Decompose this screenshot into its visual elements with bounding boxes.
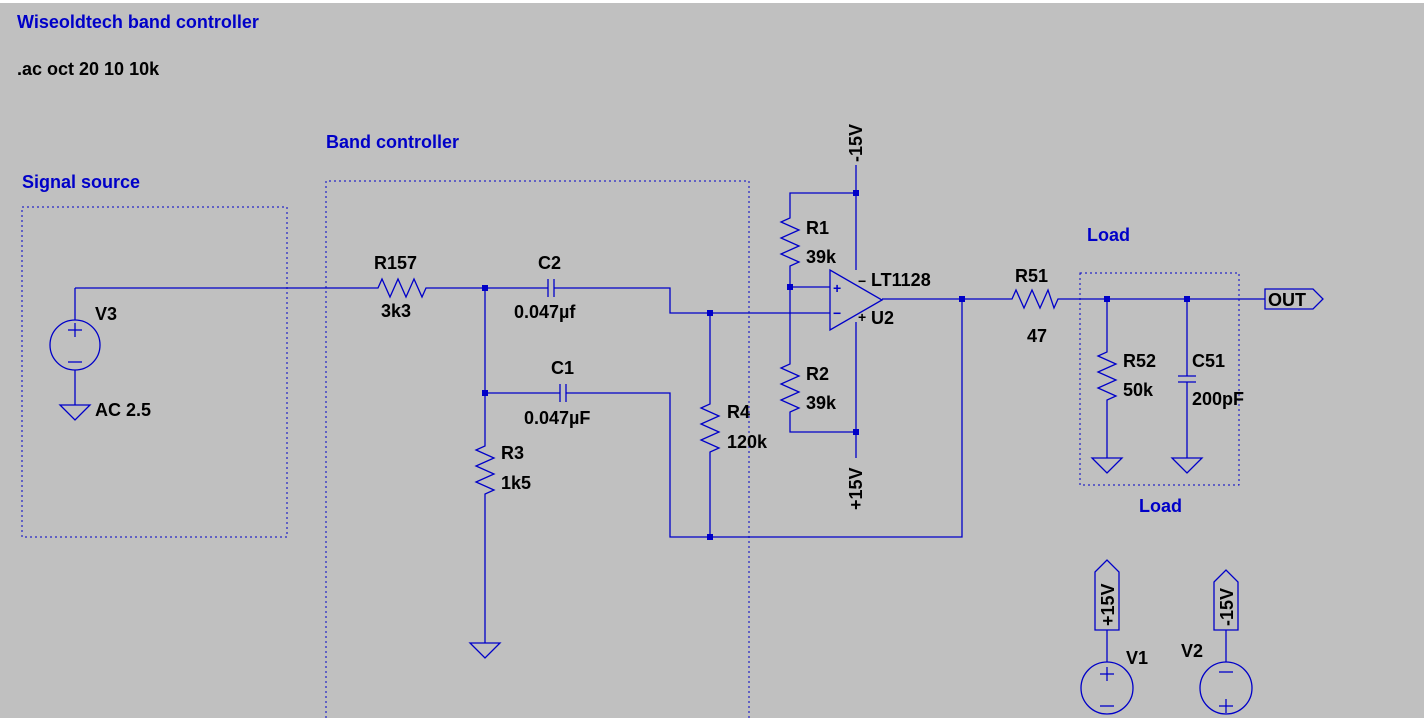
spice-directive[interactable]: .ac oct 20 10 10k bbox=[17, 59, 160, 79]
junction-dot bbox=[482, 390, 488, 396]
c51-value: 200pF bbox=[1192, 389, 1244, 409]
c1-name: C1 bbox=[551, 358, 574, 378]
r51-name: R51 bbox=[1015, 266, 1048, 286]
v2-name: V2 bbox=[1181, 641, 1203, 661]
r3-resistor[interactable] bbox=[474, 440, 496, 500]
r157-value: 3k3 bbox=[381, 301, 411, 321]
r157-name: R157 bbox=[374, 253, 417, 273]
r4-resistor[interactable] bbox=[699, 398, 721, 458]
wire-r1-top bbox=[789, 192, 856, 212]
u2-name: U2 bbox=[871, 308, 894, 328]
ground-r52 bbox=[1090, 457, 1124, 474]
v3-source[interactable] bbox=[49, 288, 101, 421]
r157-resistor[interactable] bbox=[370, 277, 434, 299]
r2-resistor[interactable] bbox=[779, 358, 801, 418]
opamp-minus-pin: − bbox=[833, 305, 841, 321]
junction-dot bbox=[853, 429, 859, 435]
c1-capacitor[interactable] bbox=[559, 384, 567, 402]
r52-value: 50k bbox=[1123, 380, 1154, 400]
junction-dot bbox=[787, 284, 793, 290]
signal-source-box bbox=[21, 206, 288, 538]
c51-capacitor[interactable] bbox=[1178, 375, 1196, 383]
junction-dot bbox=[959, 296, 965, 302]
signal-source-label: Signal source bbox=[22, 172, 140, 192]
r2-value: 39k bbox=[806, 393, 837, 413]
wire-r2-bottom bbox=[789, 418, 856, 433]
junction-dot bbox=[853, 190, 859, 196]
c2-value: 0.047µf bbox=[514, 302, 576, 322]
v1-name: V1 bbox=[1126, 648, 1148, 668]
v1-flag-label: +15V bbox=[1098, 583, 1118, 626]
schematic-title: Wiseoldtech band controller bbox=[17, 12, 259, 32]
out-port-label: OUT bbox=[1268, 290, 1306, 310]
c2-capacitor[interactable] bbox=[547, 279, 555, 297]
c51-name: C51 bbox=[1192, 351, 1225, 371]
v1-flag[interactable] bbox=[1094, 559, 1120, 631]
r3-value: 1k5 bbox=[501, 473, 531, 493]
r51-resistor[interactable] bbox=[1005, 288, 1065, 310]
wire-c2-inverting bbox=[554, 287, 830, 314]
v2-source[interactable] bbox=[1199, 661, 1253, 715]
ground-c51 bbox=[1170, 457, 1204, 474]
r1-name: R1 bbox=[806, 218, 829, 238]
load-box bbox=[1079, 272, 1240, 486]
r52-name: R52 bbox=[1123, 351, 1156, 371]
wire-feedback bbox=[566, 299, 963, 538]
load-label-bottom: Load bbox=[1139, 496, 1182, 516]
v1-source[interactable] bbox=[1080, 661, 1134, 715]
v3-name: V3 bbox=[95, 304, 117, 324]
u2-opamp[interactable] bbox=[829, 268, 884, 332]
r51-value: 47 bbox=[1027, 326, 1047, 346]
window-top-edge bbox=[0, 0, 1424, 3]
junction-dot bbox=[1104, 296, 1110, 302]
v3-value: AC 2.5 bbox=[95, 400, 151, 420]
v2-flag-label: -15V bbox=[1217, 588, 1237, 626]
neg-supply-label: -15V bbox=[846, 124, 866, 162]
pos-supply-label: +15V bbox=[846, 467, 866, 510]
r2-name: R2 bbox=[806, 364, 829, 384]
r1-resistor[interactable] bbox=[779, 212, 801, 272]
u2-part: LT1128 bbox=[871, 270, 931, 290]
r52-resistor[interactable] bbox=[1096, 346, 1118, 406]
v2-flag[interactable] bbox=[1213, 569, 1239, 631]
junction-dot bbox=[1184, 296, 1190, 302]
r4-name: R4 bbox=[727, 402, 750, 422]
junction-dot bbox=[707, 534, 713, 540]
opamp-plus-pin: + bbox=[833, 280, 841, 296]
out-port-flag[interactable] bbox=[1264, 288, 1324, 310]
opamp-pos-supply-pin: + bbox=[858, 309, 866, 325]
opamp-neg-supply-pin: − bbox=[858, 273, 866, 289]
ground-r3 bbox=[468, 642, 502, 659]
c1-value: 0.047µF bbox=[524, 408, 590, 428]
r1-value: 39k bbox=[806, 247, 837, 267]
load-label-top: Load bbox=[1087, 225, 1130, 245]
band-controller-label: Band controller bbox=[326, 132, 459, 152]
junction-dot bbox=[482, 285, 488, 291]
r4-value: 120k bbox=[727, 432, 768, 452]
junction-dot bbox=[707, 310, 713, 316]
c2-name: C2 bbox=[538, 253, 561, 273]
r3-name: R3 bbox=[501, 443, 524, 463]
